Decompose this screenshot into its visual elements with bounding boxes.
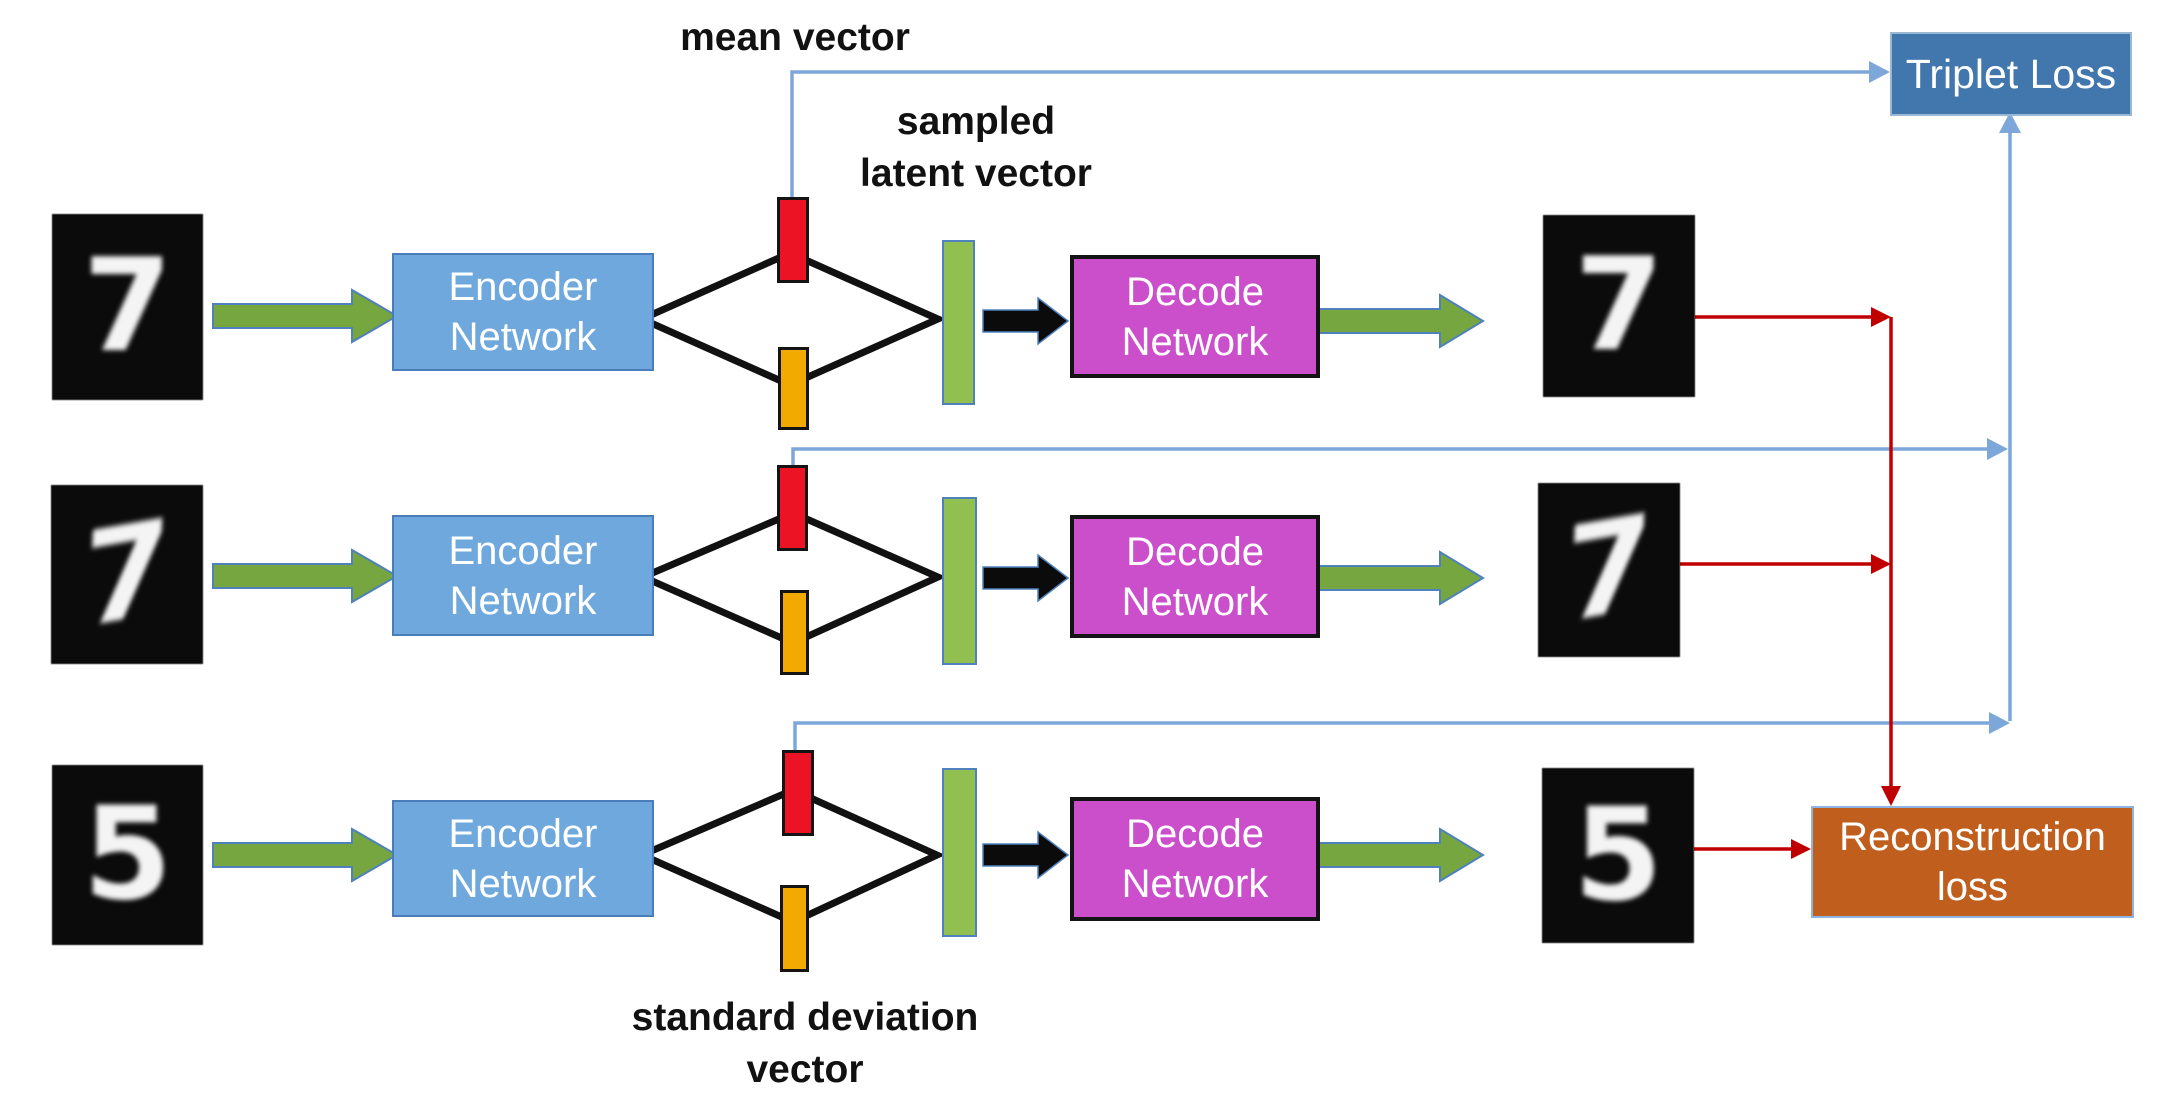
recon-connector-row1-arrowhead xyxy=(1871,307,1891,327)
input-digit-image-row2: 7 xyxy=(51,485,203,664)
encoder-network-box-row2: Encoder Network xyxy=(392,515,654,636)
digit-glyph: 5 xyxy=(82,780,173,929)
latent-vector-bar-row3 xyxy=(942,768,977,937)
encoder-network-box-row1: Encoder Network xyxy=(392,253,654,371)
decode-label-line1: Decode xyxy=(1126,269,1264,314)
decode-label-line1: Decode xyxy=(1126,812,1264,856)
stddev-vector-bar-row1 xyxy=(778,347,809,430)
output-arrow-row1 xyxy=(1311,293,1485,349)
encoder-network-box-row3: Encoder Network xyxy=(392,800,654,917)
input-arrow-row3 xyxy=(212,827,399,883)
decode-label-line1: Decode xyxy=(1126,529,1264,574)
recon-vertical-arrowhead-down xyxy=(1881,786,1901,806)
reconstruction-loss-label-line2: loss xyxy=(1936,865,2009,909)
mean-connector-row2 xyxy=(791,447,1990,470)
latent-vector-bar-row1 xyxy=(942,240,975,405)
triplet-vertical-arrowhead-up xyxy=(1999,112,2021,133)
stddev-label-line2: vector xyxy=(746,1048,864,1091)
sample-arrow-row1 xyxy=(982,296,1070,346)
triplet-loss-label: Triplet Loss xyxy=(1905,51,2117,97)
encoder-label-line1: Encoder xyxy=(448,265,598,309)
decode-label-line2: Network xyxy=(1121,579,1269,624)
recon-connector-row2-arrowhead xyxy=(1871,554,1891,574)
mean-connector-row1 xyxy=(790,70,1872,200)
encoder-label-line2: Network xyxy=(449,578,597,623)
recon-connector-row3-arrowhead xyxy=(1791,839,1811,859)
output-digit-image-row1: 7 xyxy=(1543,215,1695,397)
input-arrow-row1 xyxy=(212,288,399,344)
output-digit-image-row3: 5 xyxy=(1542,768,1694,943)
decode-network-box-row1: Decode Network xyxy=(1070,255,1320,378)
decode-network-box-row3: Decode Network xyxy=(1070,797,1320,921)
mean-connector-row2-arrowhead xyxy=(1987,438,2008,460)
sampled-latent-label-line2: latent vector xyxy=(860,152,1092,195)
mean-vector-bar-row3 xyxy=(782,750,814,836)
decode-network-box-row2: Decode Network xyxy=(1070,515,1320,638)
input-digit-image-row3: 5 xyxy=(52,765,203,945)
digit-glyph: 5 xyxy=(1573,780,1663,930)
diamond-row2 xyxy=(634,509,947,647)
output-arrow-row3 xyxy=(1311,827,1485,883)
mean-connector-row3-arrowhead xyxy=(1989,712,2010,734)
mean-connector-row3 xyxy=(793,721,1992,754)
encoder-label-line1: Encoder xyxy=(448,528,598,573)
decode-label-line2: Network xyxy=(1121,862,1269,906)
sampled-latent-label-line1: sampled xyxy=(896,100,1056,143)
triplet-loss-box: Triplet Loss xyxy=(1890,32,2132,116)
sample-arrow-row2 xyxy=(982,553,1070,603)
digit-glyph: 7 xyxy=(82,232,173,381)
sample-arrow-row3 xyxy=(982,830,1070,880)
stddev-vector-bar-row3 xyxy=(780,885,809,972)
encoder-label-line2: Network xyxy=(449,315,597,359)
mean-vector-label-text: mean vector xyxy=(680,16,910,59)
stddev-label-line1: standard deviation xyxy=(631,996,979,1039)
mean-vector-bar-row2 xyxy=(777,465,808,551)
mean-connector-row1-arrowhead xyxy=(1869,61,1890,83)
diamond-row1 xyxy=(633,249,947,389)
encoder-label-line2: Network xyxy=(449,861,597,906)
sampled-latent-vector-label: sampled latent vector xyxy=(816,96,1136,200)
mean-vector-bar-row1 xyxy=(777,197,809,283)
digit-glyph: 7 xyxy=(80,490,174,658)
standard-deviation-vector-label: standard deviation vector xyxy=(610,992,1000,1096)
encoder-label-line1: Encoder xyxy=(448,811,598,856)
reconstruction-loss-box: Reconstruction loss xyxy=(1811,806,2134,918)
mean-vector-label: mean vector xyxy=(655,12,935,64)
latent-vector-bar-row2 xyxy=(942,497,977,665)
decode-label-line2: Network xyxy=(1121,319,1269,364)
reconstruction-loss-label-line1: Reconstruction xyxy=(1839,815,2106,859)
output-digit-image-row2: 7 xyxy=(1538,483,1680,657)
diamond-row3 xyxy=(633,786,946,926)
input-arrow-row2 xyxy=(212,548,399,604)
input-digit-image-row1: 7 xyxy=(52,214,203,400)
digit-glyph: 7 xyxy=(1574,231,1664,380)
stddev-vector-bar-row2 xyxy=(780,590,809,675)
digit-glyph: 7 xyxy=(1562,485,1656,654)
output-arrow-row2 xyxy=(1311,550,1485,606)
